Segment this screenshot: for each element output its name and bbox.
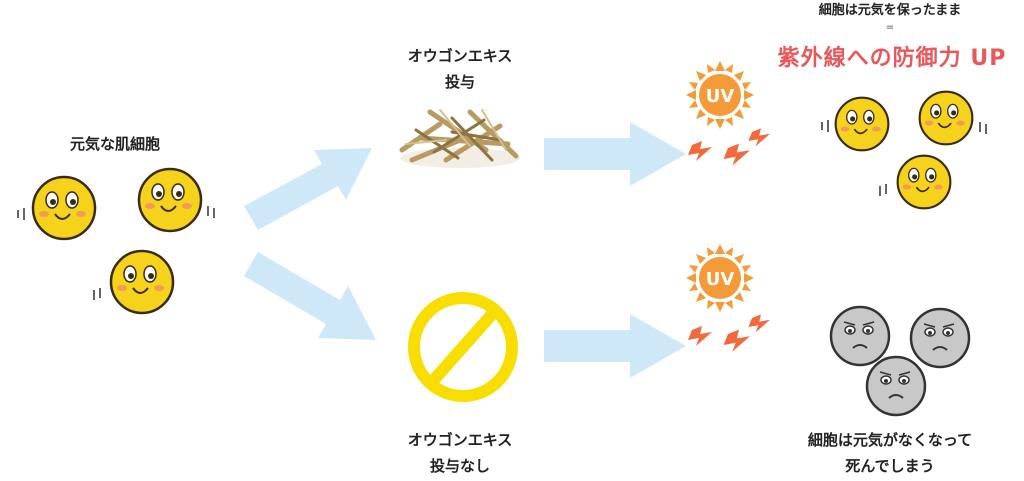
happy-cell-icon — [896, 154, 952, 210]
motion-lines-icon — [207, 206, 215, 218]
arrow-right-top — [544, 122, 686, 186]
label-result-top-line1: 細胞は元気を保ったまま — [818, 3, 962, 18]
arrow-right-bottom — [544, 314, 686, 378]
happy-cell-icon — [137, 167, 203, 233]
arrow-down-right — [244, 252, 376, 340]
sick-cell-icon — [829, 305, 891, 367]
happy-cell-icon — [834, 96, 890, 152]
label-with-extract-line1: オウゴンエキス — [407, 47, 513, 65]
happy-cell-icon — [109, 249, 175, 315]
motion-lines-icon — [821, 120, 829, 132]
motion-lines-icon — [879, 184, 887, 196]
label-result-bottom-line1: 細胞は元気がなくなって — [807, 431, 973, 449]
lightning-icon — [688, 128, 770, 166]
uv-label-top: UV — [706, 86, 735, 107]
damaged-cells-group — [829, 305, 971, 417]
arrow-up-right — [244, 148, 372, 230]
motion-lines-icon — [17, 208, 25, 220]
label-without-extract-line1: オウゴンエキス — [407, 431, 513, 449]
label-result-bottom-line2: 死んでしまう — [845, 457, 935, 475]
motion-lines-icon — [979, 122, 987, 134]
sick-cell-icon — [909, 307, 971, 369]
label-result-top-equals: = — [885, 22, 895, 33]
happy-cell-icon — [918, 90, 974, 146]
label-healthy-cells: 元気な肌細胞 — [69, 135, 160, 153]
uv-label-bottom: UV — [706, 269, 735, 290]
dried-root-icon — [399, 109, 520, 168]
happy-cell-icon — [31, 175, 97, 241]
protected-cells-group — [821, 90, 987, 210]
lightning-icon — [688, 314, 770, 352]
label-without-extract-line2: 投与なし — [429, 457, 490, 475]
sick-cell-icon — [865, 355, 927, 417]
label-uv-defense-up: 紫外線への防御力 UP — [777, 46, 1007, 71]
no-symbol-icon — [408, 292, 518, 402]
healthy-cells-group — [17, 167, 215, 315]
motion-lines-icon — [93, 288, 101, 300]
label-with-extract-line2: 投与 — [444, 73, 475, 91]
